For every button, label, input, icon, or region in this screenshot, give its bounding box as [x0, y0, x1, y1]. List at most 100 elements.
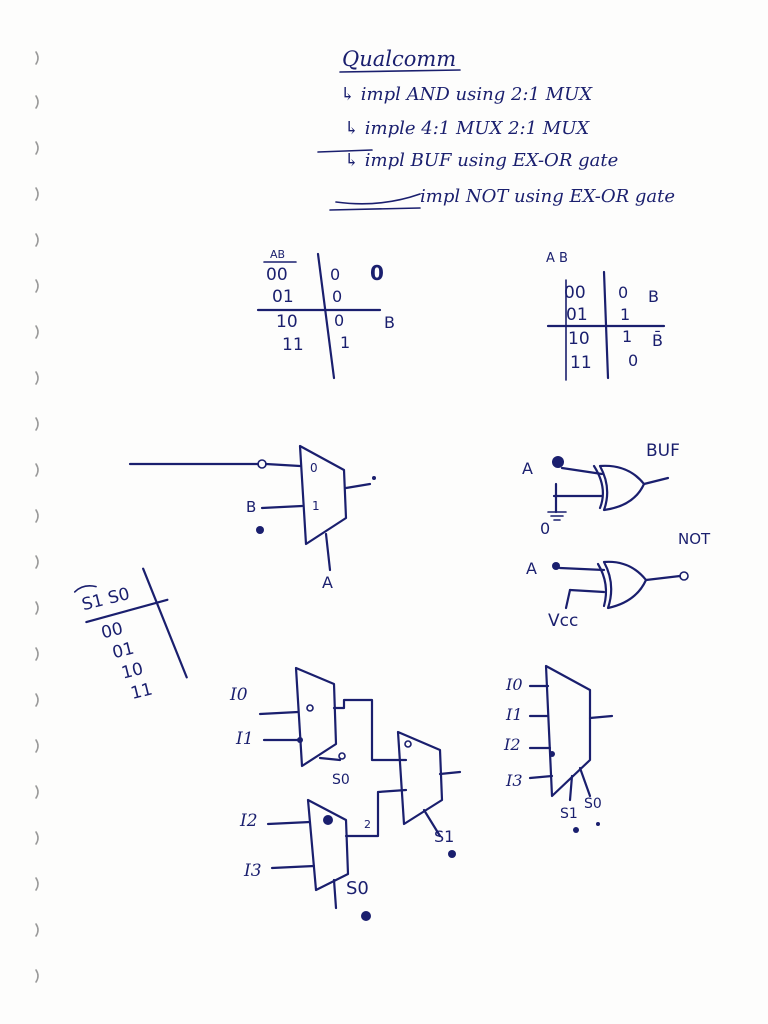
- tree-mux-final: [396, 730, 444, 826]
- xor-buf-body: [598, 464, 646, 512]
- tree-i3-wire: [270, 864, 316, 870]
- tree-final-out-wire: [438, 770, 462, 776]
- tree-bottom-out-wire: [344, 788, 408, 838]
- xor-not-back-arc: [596, 562, 608, 608]
- mux-and-b-wire: [260, 504, 304, 510]
- mux-and-port-0: 0: [310, 461, 318, 475]
- tt-xor-header: A B: [546, 251, 568, 266]
- select-row-1: 01: [110, 639, 136, 664]
- tree-mux-bottom: [306, 798, 350, 892]
- tt-xor-row-3: 11: [570, 353, 592, 373]
- tt-xor-row-2: 10: [568, 329, 590, 349]
- select-table-vline: [142, 567, 188, 679]
- xor-buf-back-arc: [592, 464, 605, 510]
- tree-top-select-node: [338, 752, 346, 760]
- task-3: ↳ impl BUF using EX-OR gate: [344, 150, 618, 171]
- select-table-hline: [85, 598, 169, 624]
- tree-i0-wire: [258, 710, 300, 716]
- buf-input-dot: [552, 456, 564, 468]
- buf-input-wire: [560, 466, 604, 476]
- select-row-2: 10: [120, 659, 146, 684]
- block-s1-dot: [573, 827, 579, 833]
- select-table: S1 S0 00 01 10 11: [73, 567, 188, 704]
- mux-and-b-label: B: [246, 498, 256, 516]
- block-i3-wire: [528, 774, 554, 780]
- buf-input-label: A: [522, 459, 533, 478]
- tree-top-select-wire: [318, 756, 342, 762]
- mux-and-input-0-stub: [264, 462, 302, 468]
- not-input-wire: [558, 566, 606, 572]
- truth-table-xor: A B 00 01 10 11 0 1 1 0 B B̄: [546, 251, 666, 381]
- mux4-block-circuit: I0 I1 I2 I3 S1 S0: [503, 664, 614, 833]
- tree-i2-wire: [266, 820, 312, 826]
- margin-binding-marks: [35, 51, 39, 983]
- tt-and-row-0: 00: [266, 265, 288, 285]
- tree-mux-final-port: [404, 740, 412, 748]
- block-s1-wire: [568, 774, 574, 802]
- task-2: ↳ imple 4:1 MUX 2:1 MUX: [344, 118, 590, 139]
- tt-and-out-3: 1: [340, 333, 350, 352]
- block-i2-dot: [549, 751, 555, 757]
- not-input-label: A: [526, 559, 537, 578]
- block-input-i2: I2: [503, 735, 521, 754]
- tree-bottom-select: S0: [346, 878, 369, 899]
- not-output-wire: [644, 574, 682, 582]
- block-input-i3: I3: [505, 771, 523, 790]
- mux-and-select-wire: [324, 532, 332, 572]
- tt-and-note-0: 0: [370, 261, 384, 285]
- tt-and-header: AB: [270, 248, 285, 261]
- tree-mux-bottom-port-0: [323, 815, 333, 825]
- tree-bottom-select-dot: [361, 911, 371, 921]
- select-table-scribble: [73, 585, 97, 593]
- header-title: Qualcomm: [342, 47, 456, 71]
- tt-xor-out-2: 1: [622, 327, 632, 346]
- tree-mux-top: [294, 666, 338, 768]
- task-1: ↳ impl AND using 2:1 MUX: [340, 84, 593, 105]
- not-tie-label: Vcc: [548, 611, 578, 631]
- tt-and-out-0: 0: [330, 265, 340, 284]
- not-output-node: [679, 571, 689, 581]
- xor-buf-circuit: A BUF 0: [522, 441, 680, 538]
- tree-final-select-wire: [422, 808, 442, 838]
- mux-and-circuit: 0 1 B A: [128, 444, 376, 592]
- mux-and-select-label: A: [322, 573, 333, 592]
- mux4-tree-circuit: I0 I1 I2 I3 S0 2 S0 S1: [229, 666, 462, 921]
- not-tie-drop: [564, 588, 572, 610]
- tt-xor-note-b: B: [648, 287, 659, 306]
- mux-and-port-1: 1: [312, 499, 320, 513]
- xor-not-body: [602, 560, 648, 610]
- select-row-0: 00: [99, 619, 125, 644]
- xor-not-circuit: A NOT Vcc: [526, 530, 711, 631]
- ground-icon: [547, 511, 567, 521]
- task-3-dash: [317, 149, 373, 153]
- buf-output-wire: [642, 476, 670, 486]
- tt-xor-out-3: 0: [628, 351, 638, 370]
- tree-final-select-dot: [448, 850, 456, 858]
- tt-and-out-2: 0: [334, 311, 344, 330]
- block-output-wire: [588, 714, 614, 720]
- title-underline: [339, 69, 461, 73]
- tree-inner-select-1: S0: [332, 772, 350, 788]
- tt-xor-out-0: 0: [618, 283, 628, 302]
- tree-input-i1: I1: [235, 729, 254, 749]
- mux-and-output-wire: [344, 482, 372, 490]
- mux-and-body: [298, 444, 348, 546]
- block-input-i0: I0: [505, 675, 523, 694]
- tt-xor-row-1: 01: [566, 305, 588, 325]
- truth-table-and: AB 00 01 10 11 0 0 0 1 0 B: [256, 248, 395, 380]
- tt-xor-note-bbar: B̄: [652, 331, 663, 350]
- select-row-3: 11: [129, 679, 155, 704]
- tree-input-i2: I2: [239, 811, 258, 831]
- not-label: NOT: [678, 530, 711, 548]
- block-s0-dot: [596, 822, 600, 826]
- tree-final-select: S1: [434, 827, 454, 846]
- block-select-s0: S0: [584, 796, 602, 812]
- tree-input-i3: I3: [243, 861, 262, 881]
- tt-and-vline: [316, 252, 336, 380]
- task-4: impl NOT using EX-OR gate: [420, 186, 675, 207]
- not-input-dot: [552, 562, 560, 570]
- tt-and-row-1: 01: [272, 287, 294, 307]
- scribble-cross: [335, 193, 421, 205]
- tree-top-out-wire: [332, 698, 408, 762]
